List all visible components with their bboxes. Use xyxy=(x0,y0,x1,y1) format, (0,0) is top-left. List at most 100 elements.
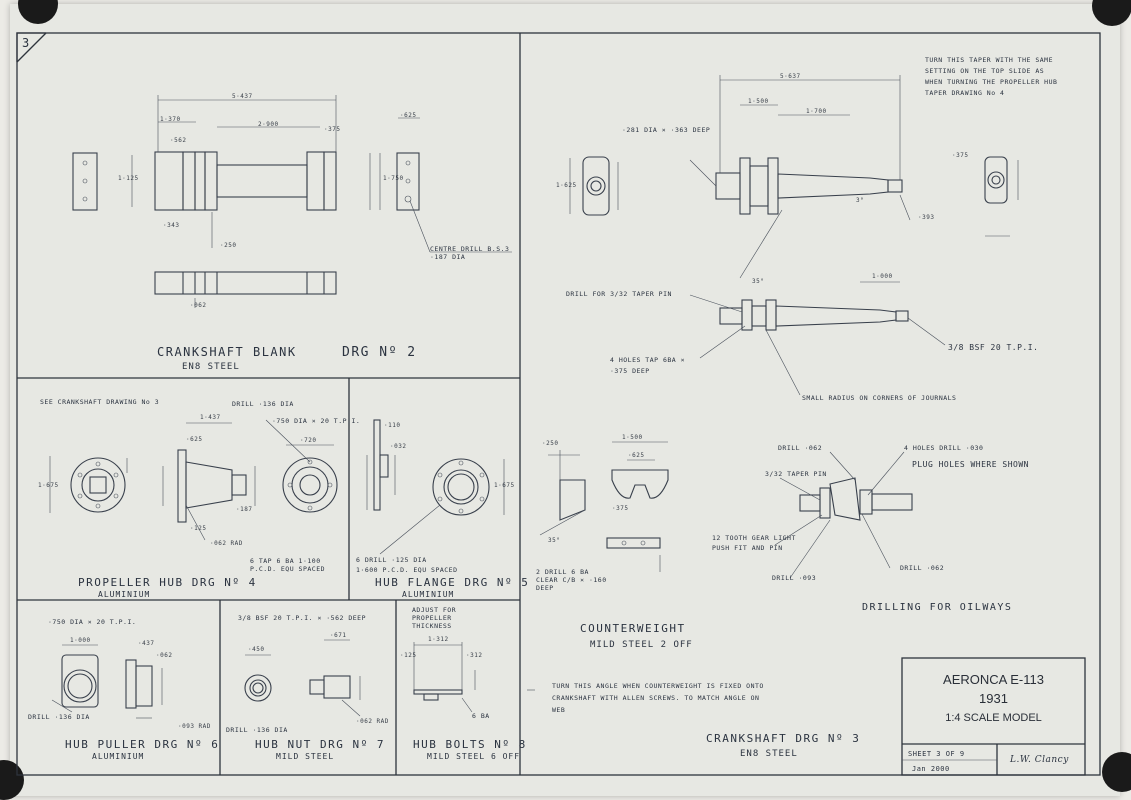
dim-puller-d1: 1·000 xyxy=(70,637,91,644)
dim-blank-overall: 5·437 xyxy=(232,93,253,100)
crankshaft-note-drill-pin: DRILL FOR 3/32 TAPER PIN xyxy=(566,290,672,298)
title-block-date: Jan 2000 xyxy=(912,765,950,773)
hub-flange-drawing xyxy=(366,419,505,555)
dim-crank-d7: 35° xyxy=(752,278,765,285)
hub-flange-title: HUB FLANGE DRG Nº 5 xyxy=(375,576,530,589)
propeller-hub-note-drill: DRILL ·136 DIA xyxy=(232,400,294,408)
dim-puller-d3: ·062 xyxy=(156,652,173,659)
oilways-note-gear: 12 TOOTH GEAR LIGHT PUSH FIT AND PIN xyxy=(712,534,796,552)
dim-blank-d4: ·562 xyxy=(170,137,187,144)
binder-clip-bottom-right xyxy=(1102,752,1131,792)
crankshaft-note-holes: 4 HOLES TAP 6BA × ·375 DEEP xyxy=(610,356,686,375)
hub-puller-material: ALUMINIUM xyxy=(92,752,145,761)
oilways-title: DRILLING FOR OILWAYS xyxy=(862,602,1013,613)
dim-crank-overall: 5·637 xyxy=(780,73,801,80)
propeller-hub-note-tap: 6 TAP 6 BA 1·100 P.C.D. EQU SPACED xyxy=(250,557,326,573)
oilways-note-drill3: DRILL ·093 xyxy=(772,574,817,582)
crankshaft-note-drill-taper: ·281 DIA × ·363 DEEP xyxy=(622,126,711,134)
oilways-note-plug: PLUG HOLES WHERE SHOWN xyxy=(912,460,1029,469)
crankshaft-blank-drawing xyxy=(72,95,512,308)
dim-crank-d1: 1·500 xyxy=(748,98,769,105)
crankshaft-blank-drg: DRG Nº 2 xyxy=(342,345,417,360)
crankshaft-blank-title: CRANKSHAFT BLANK xyxy=(157,345,297,359)
hub-bolts-note-adjust: ADJUST FOR PROPELLER THICKNESS xyxy=(412,606,457,630)
dim-hub-d4: ·720 xyxy=(300,437,317,444)
hub-bolts-title: HUB BOLTS Nº 8 xyxy=(413,738,527,751)
title-block-sheet: SHEET 3 OF 9 xyxy=(908,750,965,758)
hub-bolts-material: MILD STEEL 6 OFF xyxy=(427,752,521,761)
hub-bolts-drawing xyxy=(413,642,476,713)
dim-blank-d6: 1·125 xyxy=(118,175,139,182)
dim-flange-d3: 1·675 xyxy=(494,482,515,489)
drawing-border xyxy=(16,32,1101,776)
dim-cw-d1: 1·500 xyxy=(622,434,643,441)
dim-nut-d2: ·450 xyxy=(248,646,265,653)
dim-hub-d5: ·187 xyxy=(236,506,253,513)
oilways-note-pin: 3/32 TAPER PIN xyxy=(765,470,827,478)
dim-hub-d1: 1·437 xyxy=(200,414,221,421)
counterweight-material: MILD STEEL 2 OFF xyxy=(590,640,693,650)
crankshaft-note-radius: SMALL RADIUS ON CORNERS OF JOURNALS xyxy=(802,394,957,402)
dim-blank-d7: 1·750 xyxy=(383,175,404,182)
title-block-frame xyxy=(901,657,1086,776)
hub-nut-drawing xyxy=(244,639,361,717)
dim-crank-d4: ·375 xyxy=(952,152,969,159)
hub-puller-title: HUB PULLER DRG Nº 6 xyxy=(65,738,220,751)
hub-flange-material: ALUMINIUM xyxy=(402,590,455,599)
crankshaft-blank-material: EN8 STEEL xyxy=(182,362,240,372)
dim-blank-d9: ·250 xyxy=(220,242,237,249)
title-block-signature: L.W. Clancy xyxy=(1010,755,1069,765)
hub-nut-note-drill: DRILL ·136 DIA xyxy=(226,726,288,734)
dim-hub-d6: ·125 xyxy=(190,525,207,532)
hub-puller-drawing xyxy=(51,644,163,719)
dim-crank-d6: ·393 xyxy=(918,214,935,221)
dim-puller-d4: ·093 RAD xyxy=(178,723,211,730)
dim-crank-d3: 1·625 xyxy=(556,182,577,189)
propeller-hub-material: ALUMINIUM xyxy=(98,590,151,599)
dim-cw-d3: ·625 xyxy=(628,452,645,459)
crankshaft-note-thread: 3/8 BSF 20 T.P.I. xyxy=(948,343,1039,352)
hub-flange-note-drill: 6 DRILL ·125 DIA xyxy=(356,556,427,564)
oilways-note-drill1: DRILL ·062 xyxy=(778,444,823,452)
hub-nut-note-thread: 3/8 BSF 20 T.P.I. × ·562 DEEP xyxy=(238,614,366,622)
dim-blank-d5: ·625 xyxy=(400,112,417,119)
crankshaft-drawing xyxy=(527,75,1019,691)
hub-nut-title: HUB NUT DRG Nº 7 xyxy=(255,738,385,751)
sheet-number: 3 xyxy=(22,36,30,50)
drawing-sheet xyxy=(10,4,1120,796)
counterweight-note-drill: 2 DRILL 6 BA CLEAR C/B × ·160 DEEP xyxy=(536,568,607,592)
hub-puller-note-drill: DRILL ·136 DIA xyxy=(28,713,90,721)
dim-flange-d1: ·110 xyxy=(384,422,401,429)
hub-nut-material: MILD STEEL xyxy=(276,752,335,761)
dim-cw-d4: ·375 xyxy=(612,505,629,512)
dim-crank-d8: 3° xyxy=(856,197,865,204)
dim-bolts-d2: ·125 xyxy=(400,652,417,659)
crankshaft-material: EN8 STEEL xyxy=(740,749,798,759)
dim-nut-d3: ·062 RAD xyxy=(356,718,389,725)
title-block-model: AERONCA E-113 xyxy=(943,672,1044,687)
title-block-year: 1931 xyxy=(979,691,1008,706)
dim-cw-d5: 35° xyxy=(548,537,561,544)
crankshaft-note-taper: TURN THIS TAPER WITH THE SAME SETTING ON… xyxy=(925,56,1058,97)
dim-hub-d7: ·062 RAD xyxy=(210,540,243,547)
propeller-hub-note-thread: ·750 DIA × 20 T.P.I. xyxy=(272,417,361,425)
dim-blank-d2: 2·900 xyxy=(258,121,279,128)
counterweight-title: COUNTERWEIGHT xyxy=(580,622,686,635)
hub-flange-note-pcd: 1·600 P.C.D. EQU SPACED xyxy=(356,566,458,574)
dim-flange-d2: ·032 xyxy=(390,443,407,450)
dim-blank-d8: ·343 xyxy=(163,222,180,229)
dim-nut-d1: ·671 xyxy=(330,632,347,639)
dim-crank-d2: 1·700 xyxy=(806,108,827,115)
counterweight-note-angle: TURN THIS ANGLE WHEN COUNTERWEIGHT IS FI… xyxy=(552,682,764,714)
dim-crank-d5: 1·000 xyxy=(872,273,893,280)
title-block-scale: 1:4 SCALE MODEL xyxy=(945,712,1042,724)
crankshaft-title: CRANKSHAFT DRG Nº 3 xyxy=(706,732,861,745)
oilways-note-drill4: DRILL ·062 xyxy=(900,564,945,572)
dim-blank-d10: ·062 xyxy=(190,302,207,309)
dim-hub-d2: ·625 xyxy=(186,436,203,443)
dim-puller-d2: ·437 xyxy=(138,640,155,647)
dim-bolts-d1: 1·312 xyxy=(428,636,449,643)
propeller-hub-title: PROPELLER HUB DRG Nº 4 xyxy=(78,576,257,589)
